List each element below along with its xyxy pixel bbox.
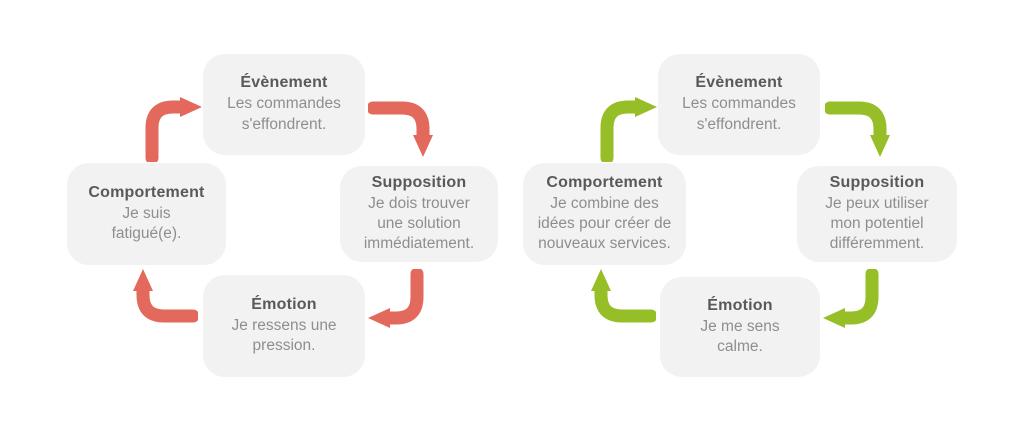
positive-event-text: Les commandes s'effondrent. [682,95,796,133]
arrow-emotion-to-comportement-positive-icon [591,269,656,323]
arrow-comportement-to-evenement-negative-icon [145,97,202,162]
arrow-evenement-to-supposition-positive-icon [825,101,890,157]
positive-comportement-title: Comportement [546,173,663,191]
positive-emotion-box: Émotion Je me sens calme. [660,277,820,377]
arrow-supposition-to-emotion-positive-icon [823,269,879,328]
negative-emotion-box: Émotion Je ressens une pression. [203,275,365,377]
negative-emotion-text: Je ressens une pression. [231,316,337,354]
positive-emotion-text: Je me sens calme. [700,317,780,355]
negative-supposition-title: Supposition [371,173,467,191]
negative-emotion-title: Émotion [251,295,317,313]
negative-comportement-title: Comportement [88,183,205,201]
positive-supposition-text: Je peux utiliser mon potentiel différemm… [825,194,929,253]
positive-emotion-title: Émotion [707,296,773,314]
negative-comportement-box: Comportement Je suis fatigué(e). [67,163,226,265]
positive-comportement-box: Comportement Je combine des idées pour c… [523,163,686,265]
arrow-evenement-to-supposition-negative-icon [368,101,433,157]
negative-supposition-box: Supposition Je dois trouver une solution… [340,166,498,262]
arrow-emotion-to-comportement-negative-icon [133,269,198,323]
positive-supposition-box: Supposition Je peux utiliser mon potenti… [797,166,957,262]
positive-event-title: Évènement [695,74,783,92]
positive-event-box: Évènement Les commandes s'effondrent. [658,54,820,155]
arrow-comportement-to-evenement-positive-icon [600,97,657,162]
positive-supposition-title: Supposition [829,173,925,191]
negative-supposition-text: Je dois trouver une solution immédiateme… [363,194,475,253]
arrow-supposition-to-emotion-negative-icon [368,269,424,328]
negative-event-box: Évènement Les commandes s'effondrent. [203,54,365,155]
negative-event-title: Évènement [240,74,328,92]
positive-comportement-text: Je combine des idées pour créer de nouve… [537,194,672,253]
negative-comportement-text: Je suis fatigué(e). [111,204,182,242]
negative-event-text: Les commandes s'effondrent. [227,95,341,133]
